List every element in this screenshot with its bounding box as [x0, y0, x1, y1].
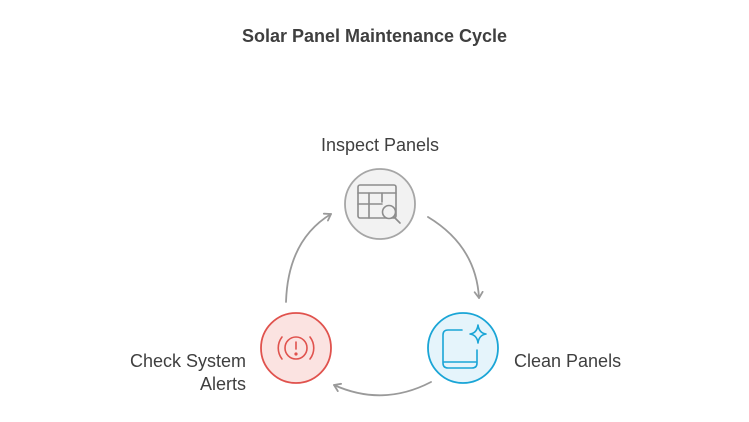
arrow-clean-to-alerts: [333, 381, 432, 397]
table-search-icon: [357, 184, 401, 224]
check-alerts-node: [260, 312, 332, 384]
page-title: Solar Panel Maintenance Cycle: [241, 26, 508, 46]
sparkle-panel-icon: [442, 324, 487, 369]
clean-panels-node: [427, 312, 499, 384]
check-alerts-label-line2: Alerts: [199, 374, 246, 394]
inspect-panels-label: Inspect Panels: [320, 135, 440, 155]
check-alerts-label-line1: Check System: [129, 351, 246, 371]
arrow-alerts-to-inspect: [285, 212, 332, 303]
arrow-inspect-to-clean: [427, 216, 484, 299]
alert-icon: [277, 336, 315, 360]
check-alerts-label: Check System Alerts: [130, 350, 246, 396]
clean-panels-label: Clean Panels: [514, 351, 622, 371]
inspect-panels-node: [344, 168, 416, 240]
